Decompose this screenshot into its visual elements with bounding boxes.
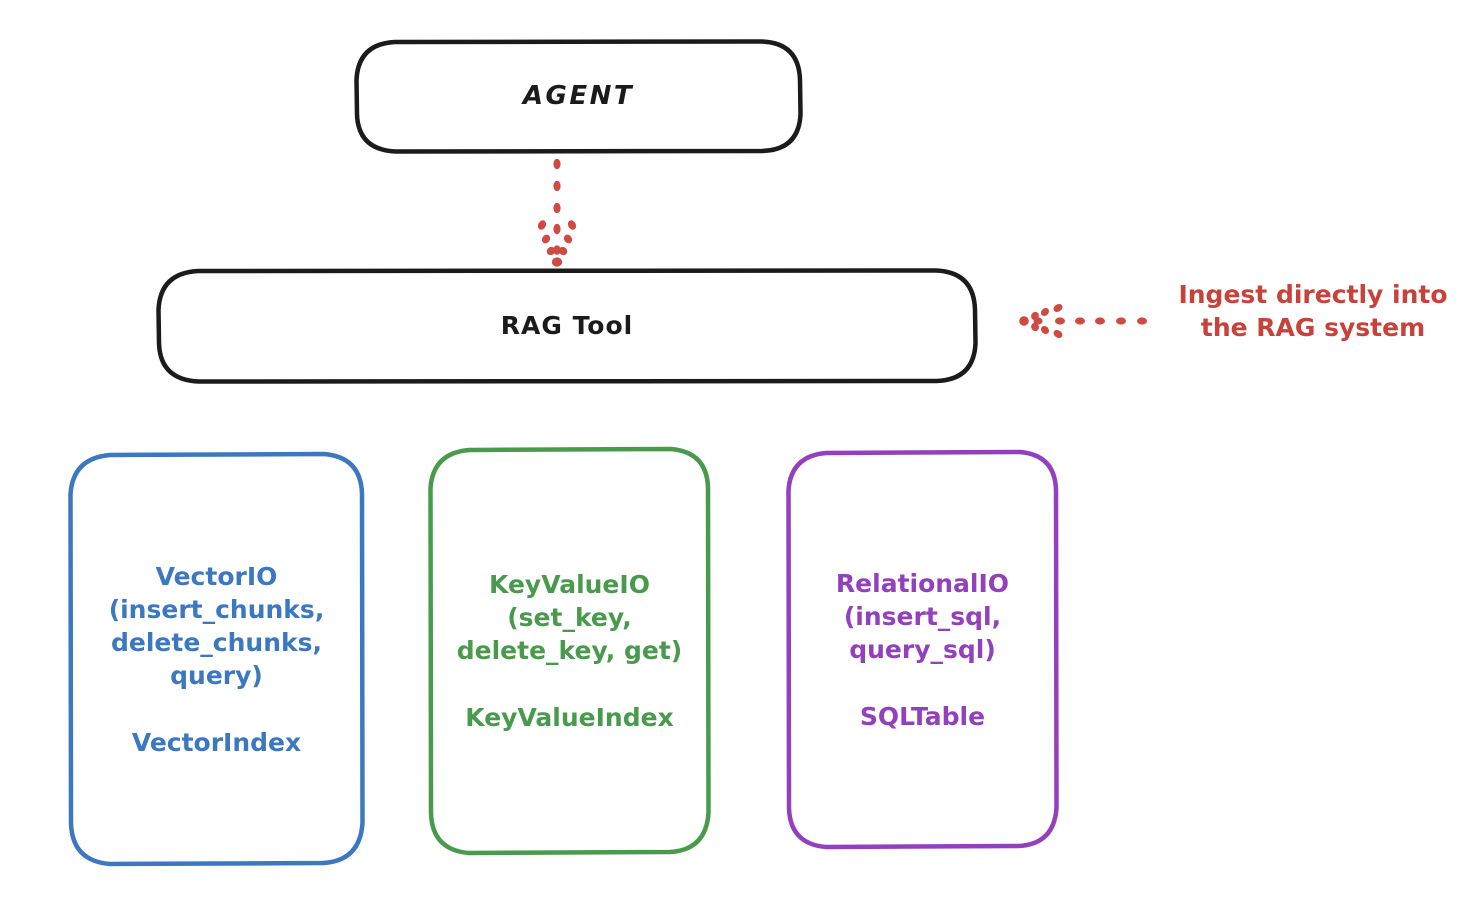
- key-value-io-node-text: KeyValueIO (set_key, delete_key, get) Ke…: [457, 535, 682, 767]
- rag-tool-node[interactable]: RAG Tool: [156, 268, 978, 384]
- vector-io-node[interactable]: VectorIO (insert_chunks, delete_chunks, …: [68, 451, 365, 867]
- key-value-io-api-label: KeyValueIO (set_key, delete_key, get): [456, 570, 683, 665]
- arrow-head-dots: [537, 220, 577, 267]
- vector-io-node-text: VectorIO (insert_chunks, delete_chunks, …: [109, 527, 325, 792]
- relational-io-node[interactable]: RelationalIO (insert_sql, query_sql) SQL…: [786, 449, 1059, 850]
- rag-tool-node-label: RAG Tool: [500, 311, 634, 340]
- arrow-head-dots: [1019, 304, 1063, 338]
- relational-io-index-label: SQLTable: [859, 701, 986, 731]
- vector-io-index-label: VectorIndex: [131, 727, 302, 757]
- arrow-shaft-dots: [1055, 317, 1147, 325]
- vector-io-api-label: VectorIO (insert_chunks, delete_chunks, …: [108, 561, 325, 690]
- agent-node[interactable]: AGENT: [354, 39, 803, 154]
- arrow-shaft-dots: [553, 158, 561, 235]
- agent-node-label: AGENT: [522, 80, 635, 111]
- key-value-io-index-label: KeyValueIndex: [465, 703, 674, 732]
- annotation-to-rag-tool-arrow: [1019, 304, 1147, 338]
- ingest-annotation-label: Ingest directly into the RAG system: [1178, 280, 1448, 342]
- relational-io-api-label: RelationalIO (insert_sql, query_sql): [835, 568, 1010, 664]
- agent-to-ragtool-arrow: [537, 158, 577, 267]
- key-value-io-node[interactable]: KeyValueIO (set_key, delete_key, get) Ke…: [428, 446, 711, 856]
- relational-io-node-text: RelationalIO (insert_sql, query_sql) SQL…: [836, 534, 1009, 766]
